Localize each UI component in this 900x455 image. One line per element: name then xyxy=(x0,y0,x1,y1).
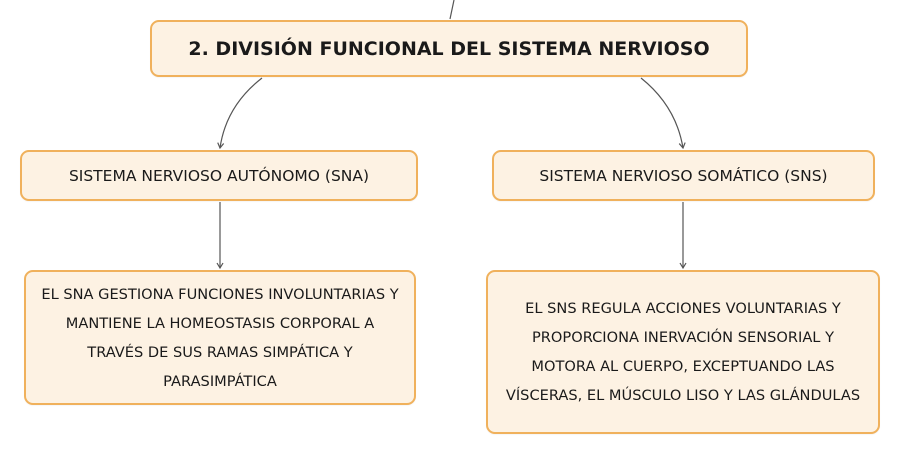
root-topic-node[interactable]: 2. DIVISIÓN FUNCIONAL DEL SISTEMA NERVIO… xyxy=(150,20,748,77)
root-topic-label: 2. DIVISIÓN FUNCIONAL DEL SISTEMA NERVIO… xyxy=(188,37,710,60)
sna-description-text: EL SNA GESTIONA FUNCIONES INVOLUNTARIAS … xyxy=(41,285,399,390)
connector-root-to-sna xyxy=(217,77,263,150)
sns-topic-node[interactable]: SISTEMA NERVIOSO SOMÁTICO (SNS) xyxy=(492,150,875,201)
connector-root-to-sns xyxy=(640,77,686,150)
sns-description-text: EL SNS REGULA ACCIONES VOLUNTARIAS Y PRO… xyxy=(505,300,861,404)
sns-description-node[interactable]: EL SNS REGULA ACCIONES VOLUNTARIAS Y PRO… xyxy=(486,270,880,434)
sns-topic-label: SISTEMA NERVIOSO SOMÁTICO (SNS) xyxy=(539,166,828,185)
sna-topic-label: SISTEMA NERVIOSO AUTÓNOMO (SNA) xyxy=(68,166,370,185)
sna-topic-node[interactable]: SISTEMA NERVIOSO AUTÓNOMO (SNA) xyxy=(20,150,418,201)
connector-incoming-root xyxy=(449,0,455,20)
sna-description-node[interactable]: EL SNA GESTIONA FUNCIONES INVOLUNTARIAS … xyxy=(24,270,416,405)
